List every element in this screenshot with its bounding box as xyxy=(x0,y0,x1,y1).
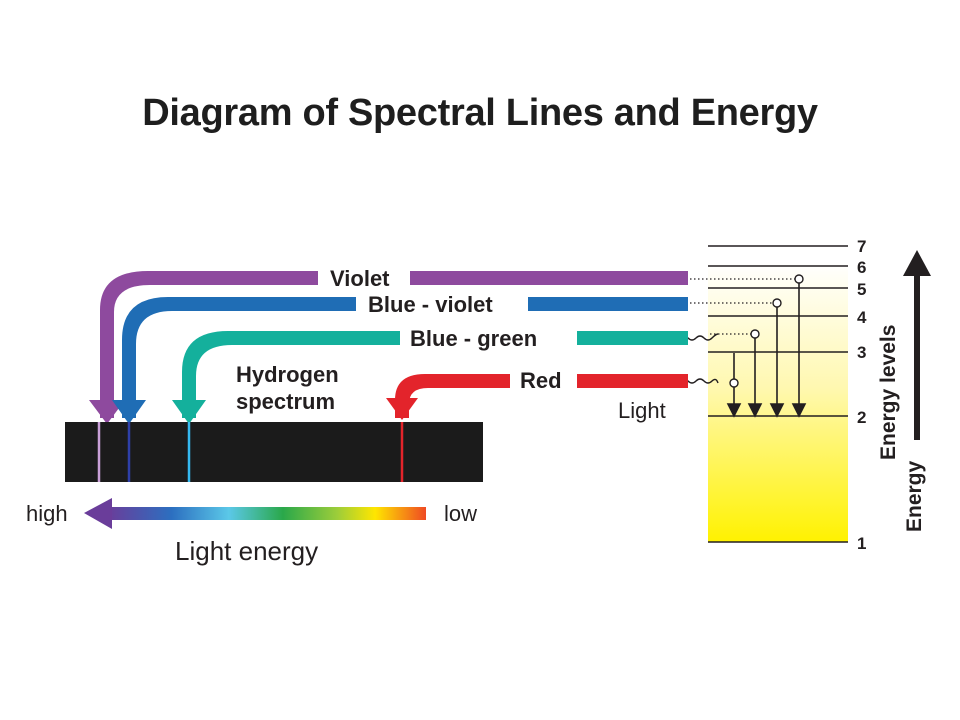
energy-level-lines xyxy=(708,245,848,543)
transition-arrows xyxy=(726,279,807,418)
spectrum-label: spectrum xyxy=(236,389,335,414)
diagram-title: Diagram of Spectral Lines and Energy xyxy=(142,92,818,134)
energy-levels-label: Energy levels xyxy=(877,325,900,460)
blue-green-band xyxy=(172,331,688,424)
violet-label: Violet xyxy=(330,266,390,291)
level-label-5: 5 xyxy=(857,280,866,299)
low-label: low xyxy=(444,501,477,526)
electron-circles xyxy=(729,274,804,388)
hydrogen-spectrum-bar xyxy=(65,422,483,482)
red-label: Red xyxy=(520,368,562,393)
level-label-1: 1 xyxy=(857,534,866,553)
energy-label: Energy xyxy=(903,460,926,532)
blue-violet-band xyxy=(112,297,688,424)
dotted-connectors xyxy=(690,278,795,335)
level-label-4: 4 xyxy=(857,308,867,327)
violet-band xyxy=(89,271,688,424)
blue-green-label: Blue - green xyxy=(410,326,537,351)
energy-up-arrow xyxy=(903,250,931,440)
spectral-lines xyxy=(97,422,404,482)
high-label: high xyxy=(26,501,68,526)
light-energy-label: Light energy xyxy=(175,536,318,566)
photon-waves xyxy=(599,276,719,384)
photon-arrowheads xyxy=(590,274,602,386)
light-energy-arrow xyxy=(84,498,426,529)
hydrogen-label: Hydrogen xyxy=(236,362,339,387)
level-label-2: 2 xyxy=(857,408,866,427)
level-label-7: 7 xyxy=(857,237,866,256)
level-label-3: 3 xyxy=(857,343,866,362)
light-label: Light xyxy=(618,398,666,423)
level-label-6: 6 xyxy=(857,258,866,277)
blue-violet-label: Blue - violet xyxy=(368,292,493,317)
energy-level-box xyxy=(708,262,848,542)
red-band xyxy=(386,374,688,420)
